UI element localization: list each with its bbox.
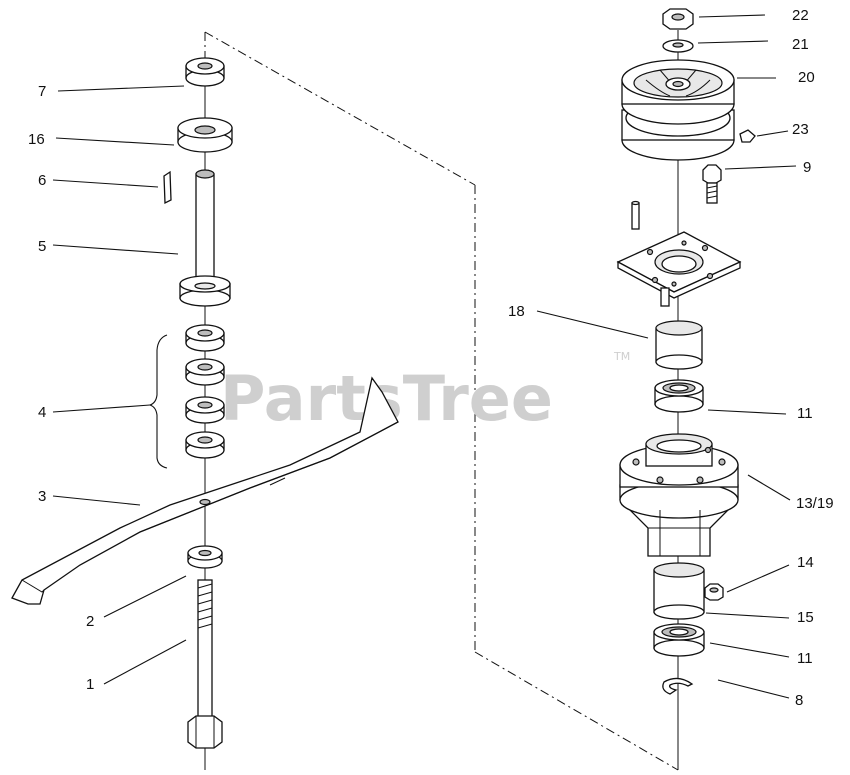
callout-9: 9	[803, 159, 811, 176]
part-23-fitting	[739, 129, 756, 143]
callout-3: 3	[38, 488, 46, 505]
part-5-spindle-shaft	[179, 169, 231, 307]
assembly-boundary	[204, 31, 679, 771]
part-14-nut	[704, 583, 724, 601]
callout-1: 1	[86, 676, 94, 693]
callout-21: 21	[792, 36, 809, 53]
callout-15: 15	[797, 609, 814, 626]
part-pin	[631, 200, 640, 230]
part-11-lower-bearing	[653, 623, 705, 657]
part-2-washer	[187, 545, 223, 569]
part-9-bolt	[702, 164, 722, 204]
watermark: PartsTree TM	[220, 350, 630, 435]
callout-8: 8	[795, 692, 803, 709]
callout-11-upper: 11	[797, 405, 813, 422]
callout-labels: 22 21 20 23 9 18 11 13/19 14 15 11 8 7 1…	[28, 7, 834, 709]
callout-11-lower: 11	[797, 650, 813, 667]
part-mounting-plate	[616, 231, 742, 307]
part-1-bolt	[187, 579, 223, 749]
callout-23: 23	[792, 121, 809, 138]
callout-7: 7	[38, 83, 46, 100]
part-6-key	[163, 170, 172, 205]
callout-16: 16	[28, 131, 45, 148]
part-15-spacer	[653, 562, 705, 620]
part-20-pulley	[621, 59, 735, 161]
part-13-19-spindle-housing	[619, 433, 739, 557]
callout-2: 2	[86, 613, 94, 630]
callout-4: 4	[38, 404, 46, 421]
callout-22: 22	[792, 7, 809, 24]
callout-5: 5	[38, 238, 46, 255]
part-16-spacer	[177, 117, 233, 153]
callout-14: 14	[797, 554, 814, 571]
part-22-nut	[662, 8, 694, 30]
part-11-upper-bearing	[654, 379, 704, 413]
callout-20: 20	[798, 69, 815, 86]
leader-lines	[52, 14, 797, 699]
watermark-trademark: TM	[613, 350, 630, 363]
callout-6: 6	[38, 172, 46, 189]
part-18-spacer-tube	[655, 320, 703, 370]
part-7-washer	[185, 57, 225, 87]
part-21-washer	[662, 39, 694, 53]
part-4-washer-set	[148, 324, 225, 469]
callout-13-19: 13/19	[796, 495, 834, 512]
part-3-blade	[11, 376, 399, 605]
callout-18: 18	[508, 303, 525, 320]
part-8-retaining-ring	[662, 677, 694, 695]
